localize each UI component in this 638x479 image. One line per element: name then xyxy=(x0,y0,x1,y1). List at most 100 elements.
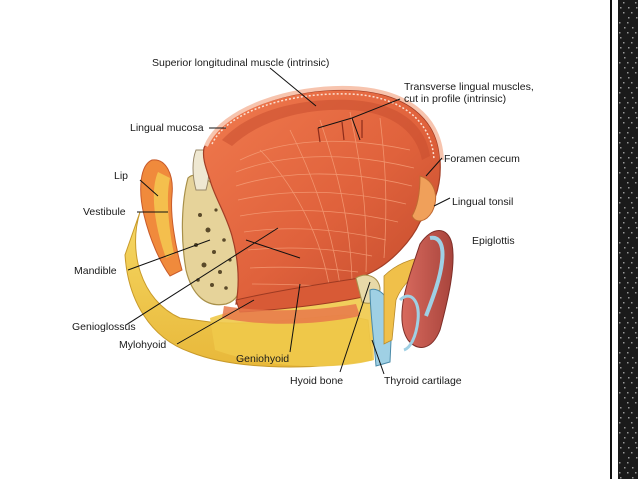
label-foramen-cecum: Foramen cecum xyxy=(444,153,520,165)
edge-texture-dot xyxy=(631,412,633,414)
edge-texture-dot xyxy=(631,202,633,204)
lingual-tonsil-shape xyxy=(411,175,436,222)
lingual-mucosa-edge xyxy=(204,85,444,161)
leader-superior-longitudinal xyxy=(269,67,317,107)
edge-texture-dot xyxy=(620,367,622,369)
edge-texture-dot xyxy=(624,327,626,329)
edge-texture-dot xyxy=(632,147,634,149)
edge-texture-dot xyxy=(628,47,630,49)
edge-texture-dot xyxy=(620,7,622,9)
edge-texture-dot xyxy=(631,382,633,384)
edge-texture-dot xyxy=(623,162,625,164)
edge-texture-dot xyxy=(631,152,633,154)
edge-texture-dot xyxy=(623,82,625,84)
edge-texture-dot xyxy=(628,157,630,159)
edge-texture-dot xyxy=(628,237,630,239)
edge-texture-dot xyxy=(628,267,630,269)
edge-texture-dot xyxy=(623,112,625,114)
edge-texture-dot xyxy=(619,432,621,434)
edge-texture-dot xyxy=(619,172,621,174)
edge-texture-dot xyxy=(628,307,630,309)
edge-texture-dot xyxy=(635,392,637,394)
edge-texture-dot xyxy=(628,197,630,199)
edge-texture-dot xyxy=(619,132,621,134)
edge-texture-dot xyxy=(620,257,622,259)
edge-texture-dot xyxy=(631,342,633,344)
edge-texture-dot xyxy=(628,457,630,459)
edge-texture-dot xyxy=(620,267,622,269)
mylohyoid-muscle xyxy=(222,304,360,324)
edge-texture-dot xyxy=(620,117,622,119)
edge-texture-dot xyxy=(635,362,637,364)
edge-texture-dot xyxy=(620,197,622,199)
edge-texture-dot xyxy=(635,32,637,34)
edge-texture-dot xyxy=(632,367,634,369)
edge-texture-dot xyxy=(620,417,622,419)
edge-texture-dot xyxy=(624,397,626,399)
edge-texture-dot xyxy=(620,337,622,339)
edge-texture-dot xyxy=(623,272,625,274)
edge-texture-dot xyxy=(627,402,629,404)
edge-texture-dot xyxy=(623,42,625,44)
edge-texture-dot xyxy=(619,242,621,244)
edge-texture-dot xyxy=(632,207,634,209)
edge-texture-dot xyxy=(627,102,629,104)
edge-texture-dot xyxy=(636,87,638,89)
edge-texture-dot xyxy=(620,447,622,449)
edge-texture-dot xyxy=(623,442,625,444)
edge-texture-dot xyxy=(635,222,637,224)
edge-texture-dot xyxy=(627,252,629,254)
edge-texture-dot xyxy=(627,352,629,354)
edge-texture-dot xyxy=(635,102,637,104)
edge-texture-dot xyxy=(632,67,634,69)
leader-foramen-cecum xyxy=(425,157,443,177)
edge-texture-dot xyxy=(627,462,629,464)
edge-texture-dot xyxy=(631,192,633,194)
edge-texture-dot xyxy=(631,92,633,94)
leader-thyroid-cartilage xyxy=(371,339,385,375)
edge-texture-dot xyxy=(635,112,637,114)
edge-texture-dot xyxy=(623,412,625,414)
lingual-mucosa-edge-dotted xyxy=(211,93,435,161)
edge-texture-dot xyxy=(636,167,638,169)
leader-geniohyoid xyxy=(289,283,301,353)
edge-texture-dot xyxy=(627,22,629,24)
edge-texture-dot xyxy=(636,57,638,59)
edge-texture-dot xyxy=(623,342,625,344)
edge-texture-dot xyxy=(631,272,633,274)
leader-genioglossus-2 xyxy=(245,239,301,259)
edge-texture-dot xyxy=(636,457,638,459)
leader-lines xyxy=(125,67,451,375)
leader-hyoid-bone xyxy=(339,281,371,373)
edge-texture-dot xyxy=(623,192,625,194)
edge-texture-dot xyxy=(636,47,638,49)
edge-texture-dot xyxy=(624,207,626,209)
edge-texture-dot xyxy=(631,452,633,454)
edge-texture-dot xyxy=(636,447,638,449)
edge-texture-dot xyxy=(624,287,626,289)
edge-texture-dot xyxy=(619,392,621,394)
edge-texture-dot xyxy=(635,282,637,284)
edge-texture-dot xyxy=(619,352,621,354)
edge-texture-dot xyxy=(623,372,625,374)
edge-texture-dot xyxy=(620,407,622,409)
label-transverse-line2: cut in profile (intrinsic) xyxy=(404,93,506,105)
edge-texture-dot xyxy=(627,172,629,174)
edge-texture-dot xyxy=(636,117,638,119)
edge-texture-dot xyxy=(627,182,629,184)
edge-texture-dot xyxy=(628,447,630,449)
edge-texture-dot xyxy=(631,42,633,44)
label-lingual-mucosa: Lingual mucosa xyxy=(130,122,204,134)
edge-texture-dot xyxy=(636,237,638,239)
edge-texture-dot xyxy=(636,267,638,269)
edge-texture-dot xyxy=(636,417,638,419)
edge-texture-dot xyxy=(627,142,629,144)
edge-texture-dot xyxy=(636,197,638,199)
edge-texture-dot xyxy=(627,362,629,364)
lip-inner-fat xyxy=(153,172,174,258)
leader-mandible xyxy=(127,239,211,271)
edge-texture-dot xyxy=(627,472,629,474)
edge-texture-dot xyxy=(632,477,634,479)
edge-texture-dot xyxy=(636,127,638,129)
edge-texture-dot xyxy=(624,217,626,219)
